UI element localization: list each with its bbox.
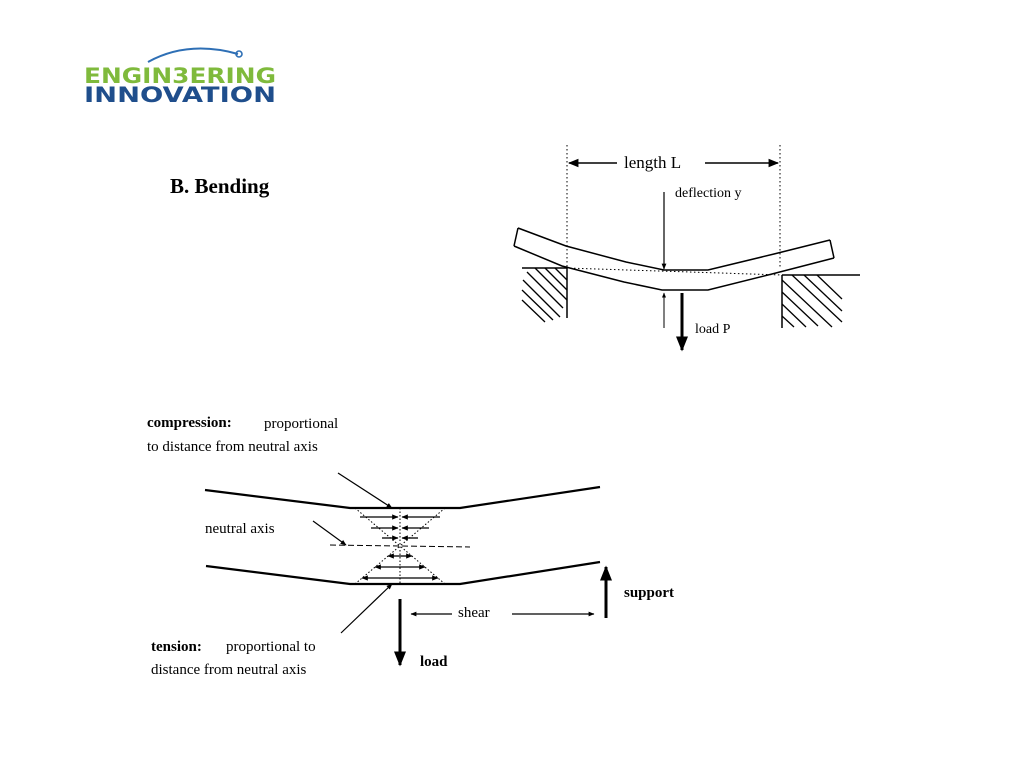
neutral-axis-line bbox=[329, 544, 471, 548]
right-support bbox=[781, 274, 860, 328]
engineering-innovation-logo: ENGIN3ERING INNOVATION bbox=[84, 47, 276, 107]
compression-text-2: to distance from neutral axis bbox=[147, 439, 318, 455]
logo-arc-end-dot bbox=[235, 50, 243, 58]
logo-line1: ENGIN3ERING bbox=[84, 64, 276, 88]
left-support bbox=[521, 267, 568, 323]
compression-leader bbox=[337, 472, 393, 509]
beam-top-edge bbox=[517, 227, 831, 271]
neutral-axis-label: neutral axis bbox=[205, 521, 275, 537]
compression-label: compression: bbox=[147, 415, 232, 431]
tension-label: tension: bbox=[151, 639, 202, 655]
support-label: support bbox=[624, 585, 675, 601]
page-title: B. Bending bbox=[170, 174, 270, 198]
deflection-label: deflection y bbox=[675, 186, 742, 201]
tension-text-2: distance from neutral axis bbox=[151, 662, 307, 678]
logo-arc bbox=[147, 47, 239, 63]
section-top-edge bbox=[204, 485, 601, 510]
tension-text-1: proportional to bbox=[226, 639, 316, 655]
beam-bottom-edge bbox=[513, 245, 835, 291]
tension-leader bbox=[340, 583, 393, 634]
length-label: length L bbox=[624, 153, 682, 172]
load-label: load bbox=[420, 654, 448, 670]
logo-line2: INNOVATION bbox=[84, 83, 276, 107]
beam-figure bbox=[513, 145, 860, 352]
beam-left-end bbox=[513, 227, 519, 247]
load-p-label: load P bbox=[695, 322, 731, 337]
neutral-axis-leader bbox=[312, 520, 347, 546]
beam-right-end bbox=[829, 239, 835, 259]
section-figure bbox=[204, 472, 612, 667]
section-bottom-edge bbox=[205, 560, 601, 586]
shear-label: shear bbox=[458, 605, 490, 621]
beam-undeflected-line bbox=[565, 267, 783, 276]
compression-text-1: proportional bbox=[264, 416, 339, 432]
